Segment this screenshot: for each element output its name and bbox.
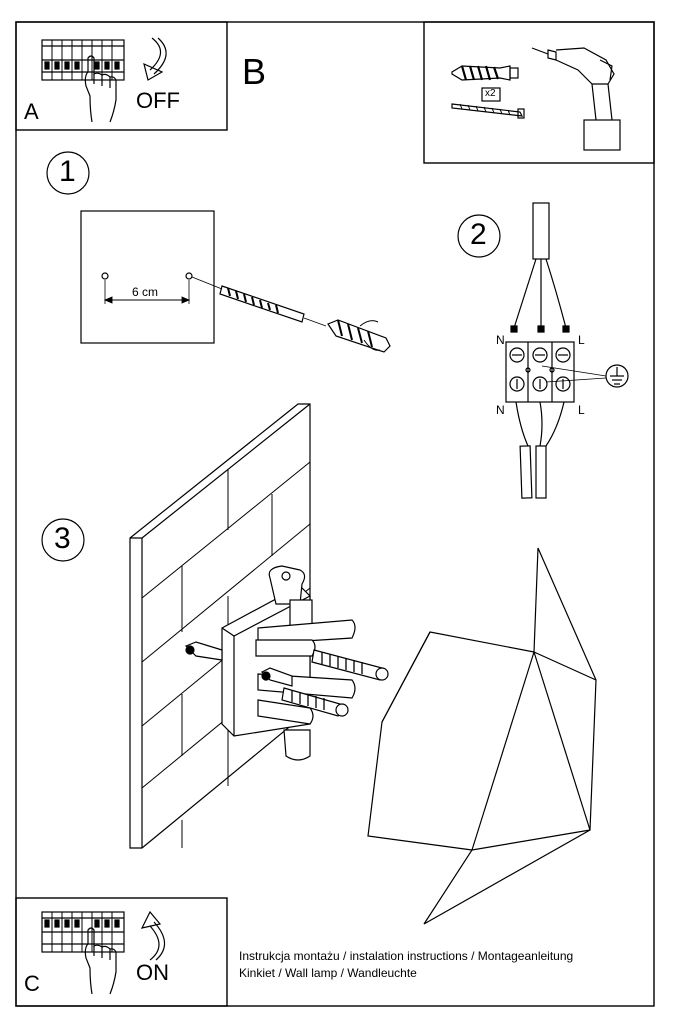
screw-count-label: x2 (485, 88, 496, 99)
wall-cable-icon (510, 202, 570, 333)
lamp-shade (367, 547, 597, 925)
step-3-badge (41, 518, 85, 562)
step-1-number: 1 (59, 155, 76, 188)
hand-icon (84, 927, 117, 995)
footer-line-1: Instrukcja montażu / instalation instruc… (239, 949, 574, 963)
drill-icon (531, 47, 621, 151)
distance-label: 6 cm (132, 285, 159, 299)
section-a-label: A (24, 99, 39, 124)
on-label: ON (136, 960, 169, 985)
wire-live-top-label: L (578, 333, 585, 347)
page-border (15, 21, 655, 1007)
screw-icon (311, 649, 389, 681)
wall-template (80, 210, 215, 344)
ground-symbol-icon (605, 364, 629, 388)
arrow-up-icon (140, 910, 166, 961)
screw-icon (281, 687, 349, 717)
hand-icon (84, 55, 117, 123)
section-b-label: B (242, 51, 267, 92)
hole-left (101, 272, 109, 280)
hole-right (185, 272, 193, 280)
panel-tools (423, 21, 655, 164)
section-c-label: C (24, 971, 40, 996)
off-label: OFF (136, 88, 180, 113)
wire-neutral-bottom-label: N (496, 403, 505, 417)
wall-plug-icon (184, 641, 293, 687)
footer-line-2: Kinkiet / Wall lamp / Wandleuchte (239, 966, 417, 980)
wall-plug-icon (327, 319, 391, 353)
step-1-badge (46, 151, 90, 195)
step-2-badge (457, 214, 501, 258)
panel-a (15, 21, 228, 131)
distance-arrow (103, 296, 191, 304)
lamp-cable-icon (515, 401, 565, 499)
screw-count-box (481, 87, 501, 102)
panel-c (15, 897, 228, 1007)
wall-plug-icon (451, 65, 519, 81)
wire-neutral-top-label: N (496, 333, 505, 347)
arrow-down-icon (143, 37, 167, 81)
step-3-number: 3 (54, 522, 71, 555)
drill-bit-icon (219, 285, 327, 327)
step-2-number: 2 (470, 218, 487, 251)
circuit-breaker-icon (41, 911, 125, 953)
terminal-block-icon (505, 341, 575, 403)
circuit-breaker-icon (41, 39, 125, 81)
wire-live-bottom-label: L (578, 403, 585, 417)
screw-icon (451, 103, 525, 119)
